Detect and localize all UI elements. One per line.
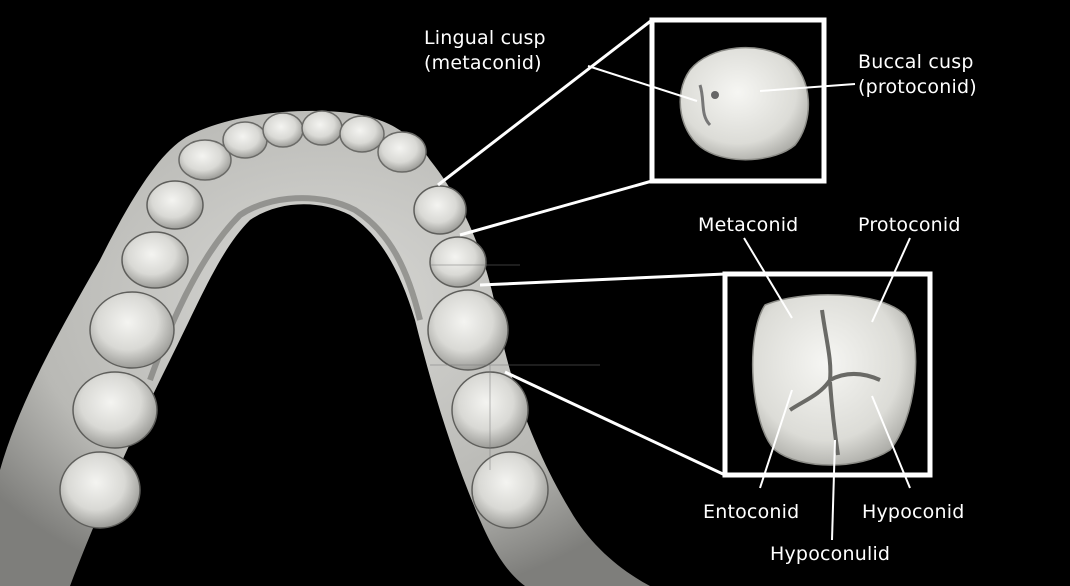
hypoconulid-label: Hypoconulid [770,542,890,567]
protoconid-label: Protoconid [858,213,961,238]
lingual-cusp-line2: (metaconid) [424,51,546,76]
buccal-cusp-line1: Buccal cusp [858,50,977,75]
buccal-cusp-label: Buccal cusp (protoconid) [858,50,977,100]
hypoconid-label: Hypoconid [862,500,964,525]
lingual-cusp-label: Lingual cusp (metaconid) [424,26,546,76]
buccal-cusp-line2: (protoconid) [858,75,977,100]
entoconid-label: Entoconid [703,500,799,525]
lingual-cusp-line1: Lingual cusp [424,26,546,51]
molar-crown [753,295,916,465]
metaconid-label: Metaconid [698,213,798,238]
premolar-crown [680,48,808,160]
